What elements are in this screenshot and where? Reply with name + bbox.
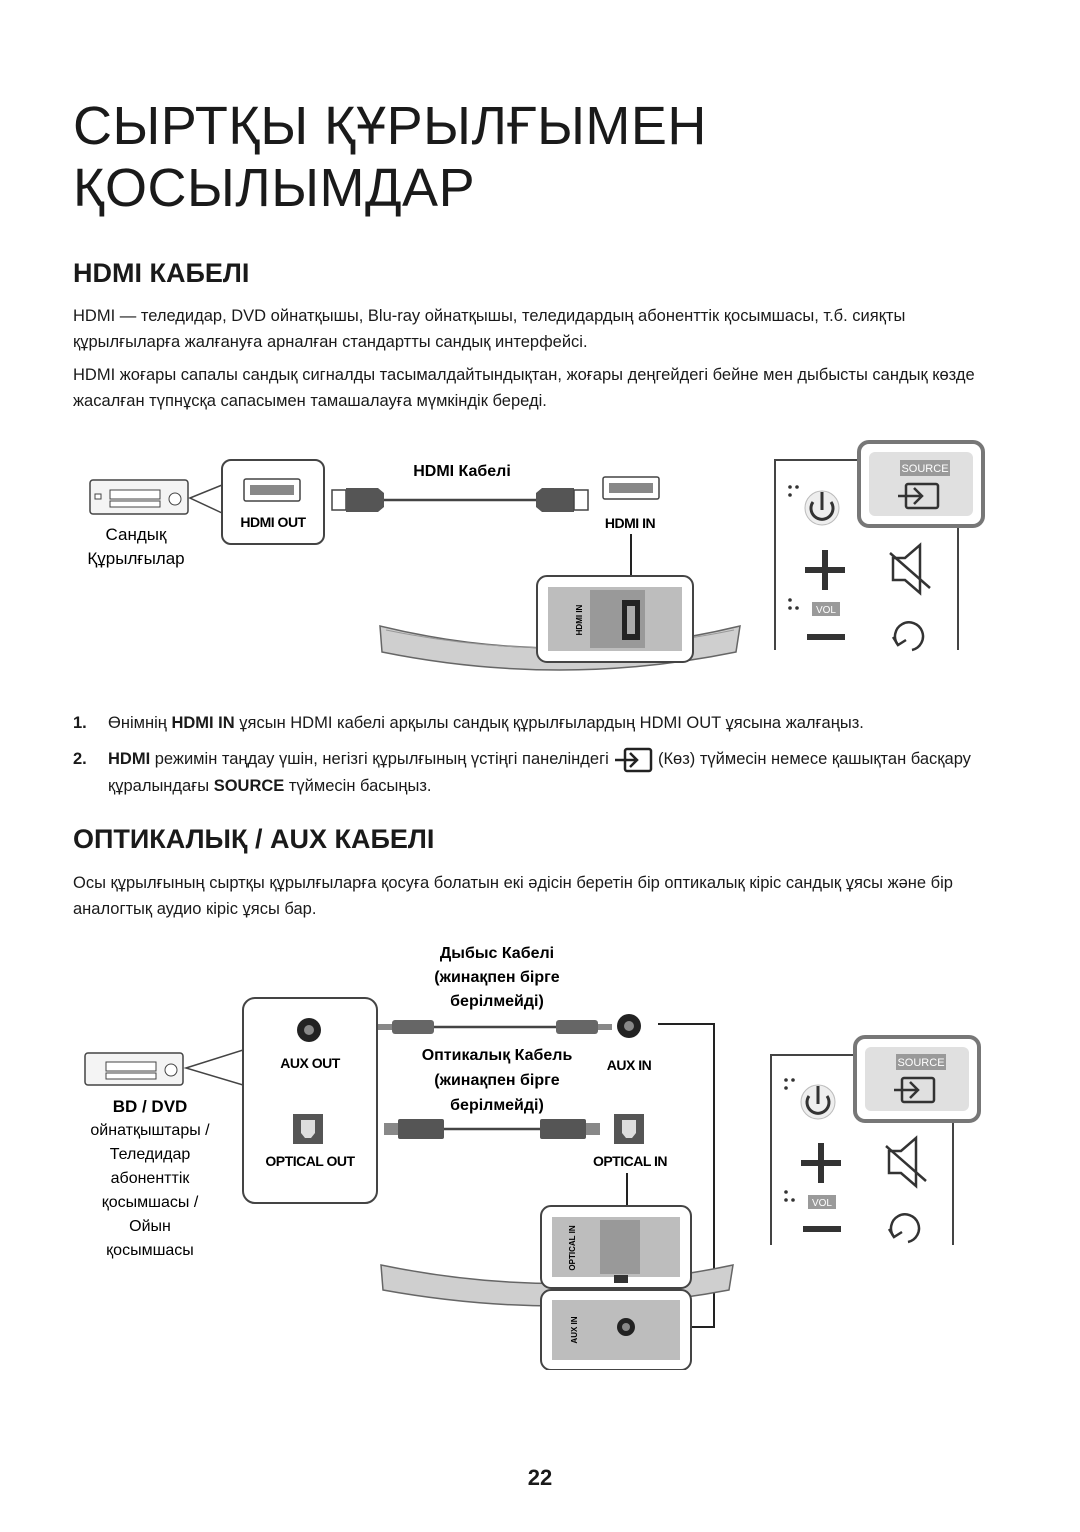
optical-cable-label-2: (жинақпен бірге bbox=[434, 1072, 560, 1089]
vol-badge-2: VOL bbox=[812, 1198, 832, 1209]
device-label-7: қосымшасы bbox=[106, 1242, 194, 1259]
bd-dvd-player-icon bbox=[84, 1052, 184, 1086]
optical-heading: ОПТИКАЛЫҚ / AUX КАБЕЛІ bbox=[73, 824, 435, 854]
hdmi-cable-icon bbox=[331, 488, 589, 512]
digital-device-label-1: Сандық bbox=[106, 525, 167, 544]
hdmi-in-rear-panel-zoom bbox=[536, 575, 694, 663]
device-label-1: BD / DVD bbox=[113, 1097, 188, 1116]
step-2-text-a: HDMI bbox=[108, 750, 151, 768]
mute-icon-2 bbox=[885, 1135, 927, 1189]
device-label-5: қосымшасы / bbox=[102, 1194, 199, 1211]
aux-cable-icon bbox=[378, 1020, 612, 1034]
source-badge-2: SOURCE bbox=[897, 1057, 944, 1069]
step-2-text-b: режимін таңдау үшін, негізгі құрылғының … bbox=[150, 750, 614, 768]
optical-in-label: OPTICAL IN bbox=[593, 1153, 667, 1169]
optical-cable-icon bbox=[384, 1119, 600, 1139]
source-badge: SOURCE bbox=[901, 463, 948, 475]
repeat-icon-2 bbox=[887, 1213, 921, 1244]
digital-device-icon bbox=[89, 479, 189, 515]
source-inline-icon bbox=[615, 747, 653, 772]
repeat-icon bbox=[891, 621, 925, 652]
power-icon bbox=[804, 490, 840, 526]
source-button-icon bbox=[898, 482, 940, 510]
optical-paragraph: Осы құрылғының сыртқы құрылғыларға қосуғ… bbox=[73, 874, 953, 918]
audio-cable-label-3: берілмейді) bbox=[450, 993, 544, 1010]
hdmi-paragraph-1: HDMI — теледидар, DVD ойнатқышы, Blu-ray… bbox=[73, 307, 906, 351]
device-label-4: абоненттік bbox=[111, 1170, 191, 1187]
hdmi-paragraph-2: HDMI жоғары сапалы сандық сигналды тасым… bbox=[73, 366, 975, 410]
step-1-text-c: ұясын HDMI кабелі арқылы сандық құрылғыл… bbox=[234, 714, 864, 732]
volume-up-icon bbox=[805, 550, 845, 590]
optical-aux-connection-diagram: Дыбыс Кабелі (жинақпен бірге берілмейді)… bbox=[84, 945, 981, 1370]
step-1-text-b: HDMI IN bbox=[171, 714, 235, 732]
page-title: СЫРТҚЫ ҚҰРЫЛҒЫМЕН ҚОСЫЛЫМДАР bbox=[73, 95, 707, 219]
hdmi-in-port-icon bbox=[602, 476, 660, 500]
hdmi-cable-label: HDMI Кабелі bbox=[413, 463, 511, 480]
step-2-text-e: түймесін басыңыз. bbox=[284, 776, 432, 795]
digital-device-label-2: Құрылғылар bbox=[87, 549, 184, 568]
step-1-text-a: Өнімнің bbox=[108, 714, 172, 732]
hdmi-out-port-box bbox=[221, 459, 325, 545]
page-number: 22 bbox=[527, 1465, 553, 1490]
hdmi-heading: HDMI КАБЕЛІ bbox=[73, 258, 250, 288]
audio-cable-label-2: (жинақпен бірге bbox=[434, 969, 560, 986]
optical-out-label: OPTICAL OUT bbox=[265, 1153, 355, 1169]
rear-optical-in-label: OPTICAL IN bbox=[568, 1225, 577, 1270]
page-title-line-1: СЫРТҚЫ ҚҰРЫЛҒЫМЕН bbox=[73, 96, 707, 156]
optical-cable-label-3: берілмейді) bbox=[450, 1097, 544, 1114]
volume-up-icon-2 bbox=[801, 1143, 841, 1183]
step-2-text-c: (Көз) түймесін немесе қашықтан басқару қ… bbox=[108, 750, 971, 795]
aux-in-label: AUX IN bbox=[607, 1057, 652, 1073]
device-label-3: Теледидар bbox=[110, 1146, 191, 1163]
source-button-icon-2 bbox=[894, 1076, 936, 1104]
outputs-box bbox=[242, 997, 378, 1204]
hdmi-in-label: HDMI IN bbox=[605, 515, 656, 531]
page-title-line-2: ҚОСЫЛЫМДАР bbox=[73, 158, 476, 218]
hdmi-step-2: 2. HDMI режимін таңдау үшін, негізгі құр… bbox=[73, 746, 1013, 799]
top-control-panel: SOURCE VOL bbox=[774, 440, 985, 652]
hdmi-connection-diagram: HDMI OUT HDMI Кабелі HDMI IN Сандық Құры… bbox=[87, 440, 985, 671]
step-2-text-d: SOURCE bbox=[213, 776, 285, 795]
aux-out-label: AUX OUT bbox=[280, 1055, 340, 1071]
step-2-number: 2. bbox=[73, 750, 87, 768]
audio-cable-label-1: Дыбыс Кабелі bbox=[440, 945, 554, 962]
power-icon-2 bbox=[800, 1084, 836, 1120]
device-label-6: Ойын bbox=[129, 1218, 171, 1235]
step-1-number: 1. bbox=[73, 714, 87, 732]
mute-icon bbox=[889, 542, 931, 596]
top-control-panel-2: SOURCE VOL bbox=[770, 1035, 981, 1245]
device-label-2: ойнатқыштары / bbox=[90, 1122, 210, 1139]
optical-in-rear-zoom bbox=[540, 1205, 692, 1289]
optical-cable-label-1: Оптикалық Кабель bbox=[422, 1047, 573, 1064]
aux-in-rear-zoom bbox=[540, 1289, 692, 1370]
vol-badge: VOL bbox=[816, 605, 836, 616]
rear-aux-in-label: AUX IN bbox=[570, 1316, 579, 1343]
rear-hdmi-in-label: HDMI IN bbox=[575, 604, 584, 635]
hdmi-step-1: 1. Өнімнің HDMI IN ұясын HDMI кабелі арқ… bbox=[73, 710, 1013, 736]
hdmi-out-label: HDMI OUT bbox=[240, 514, 306, 530]
